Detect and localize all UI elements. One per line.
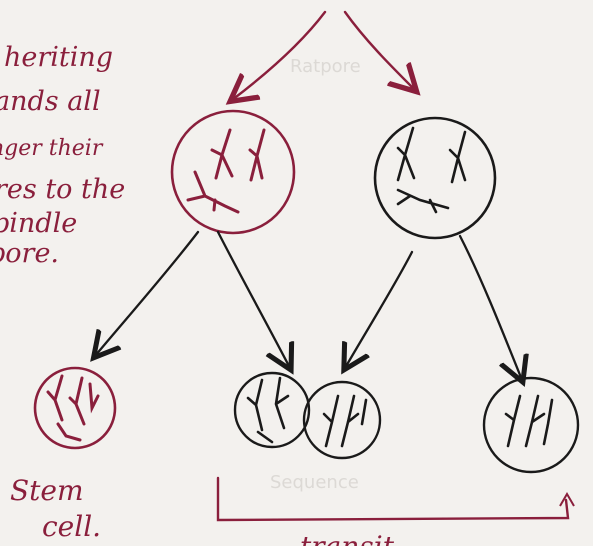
cell-icon [302,380,382,460]
side-note: heriting ands all nger their res to the … [0,42,125,269]
faint-top-text: Ratpore [290,56,361,77]
stem-cell-label-line-1: Stem [10,474,84,507]
arrow-icon [559,492,575,507]
stem-cell [33,366,117,450]
chromosome-icon [186,128,266,214]
arrow-icon [95,230,200,356]
transit-bracket [216,476,570,522]
chromosome-icon [504,394,554,448]
chromosome-icon [396,126,467,214]
chromosome-icon [46,374,100,442]
arrow-icon [232,10,327,100]
daughter-cell-maroon [170,109,296,235]
chromosome-icon [322,394,368,448]
stem-cell-label-line-2: cell. [42,510,101,543]
transit-cell-1 [233,371,311,449]
arrow-icon [458,234,522,380]
side-note-line-3: nger their [0,136,104,161]
faint-bottom-text: Sequence [270,472,359,493]
second-division-arrows [95,230,522,380]
side-note-line-6: pore. [0,238,59,269]
chromosome-icon [246,376,290,444]
side-note-line-1: heriting [4,42,113,73]
top-division-arrows [232,10,415,100]
cell-icon [373,116,497,240]
cell-icon [482,376,580,474]
transit-cell-2 [302,380,382,460]
side-note-line-4: res to the [0,174,125,205]
cell-icon [170,109,296,235]
arrow-icon [343,10,415,90]
cell-icon [33,366,117,450]
transit-cell-3 [482,376,580,474]
arrow-icon [345,250,414,368]
transit-label: transit [300,530,395,546]
arrow-icon [216,230,290,368]
side-note-line-2: ands all [0,86,101,117]
side-note-line-5: pindle [0,208,77,239]
daughter-cell-black [373,116,497,240]
cell-icon [233,371,311,449]
stem-cell-label: Stem cell. [10,474,101,543]
